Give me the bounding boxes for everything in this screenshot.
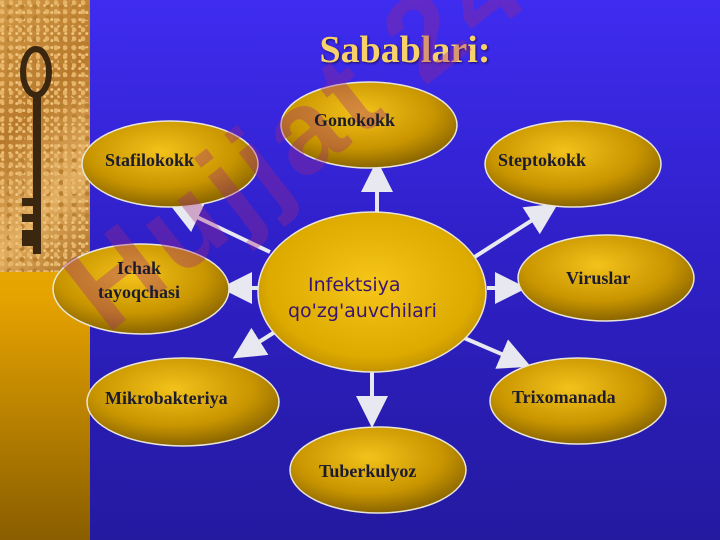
steptokokk-label: Steptokokk — [498, 150, 587, 170]
gonokokk-node — [280, 81, 458, 169]
ichak-node — [52, 243, 230, 335]
ichak-label-line2: tayoqchasi — [97, 282, 180, 302]
trixomanada-label: Trixomanada — [512, 387, 616, 407]
center-label-line2: qo'zg'auvchilari — [288, 300, 437, 322]
viruslar-node — [517, 234, 695, 322]
center-label: Infektsiya qo'zg'auvchilari — [288, 272, 478, 324]
steptokokk-node — [484, 120, 662, 208]
mikrobakteriya-label: Mikrobakteriya — [105, 388, 228, 408]
arrow-to-mikrobakteriya — [232, 327, 280, 359]
ichak-label: Ichak tayoqchasi — [84, 256, 194, 304]
arrow-to-steptokokk — [471, 203, 559, 260]
center-label-line1: Infektsiya — [308, 274, 401, 296]
key-icon — [20, 46, 52, 254]
tuberkulyoz-label: Tuberkulyoz — [319, 461, 417, 481]
stafilokokk-label: Stafilokokk — [105, 150, 195, 170]
center-node — [257, 211, 487, 373]
slide-title: Sabablari: — [319, 29, 491, 71]
trixomanada-node — [489, 357, 667, 445]
arrow-to-stafilokokk — [169, 203, 271, 254]
ichak-label-line1: Ichak — [116, 258, 161, 278]
tuberkulyoz-node — [289, 426, 467, 514]
stafilokokk-node — [81, 120, 259, 208]
gonokokk-label: Gonokokk — [314, 110, 396, 130]
arrow-to-trixomanada — [461, 335, 532, 369]
key-photo — [0, 0, 90, 272]
viruslar-label: Viruslar — [566, 268, 631, 288]
mikrobakteriya-node — [86, 357, 280, 447]
